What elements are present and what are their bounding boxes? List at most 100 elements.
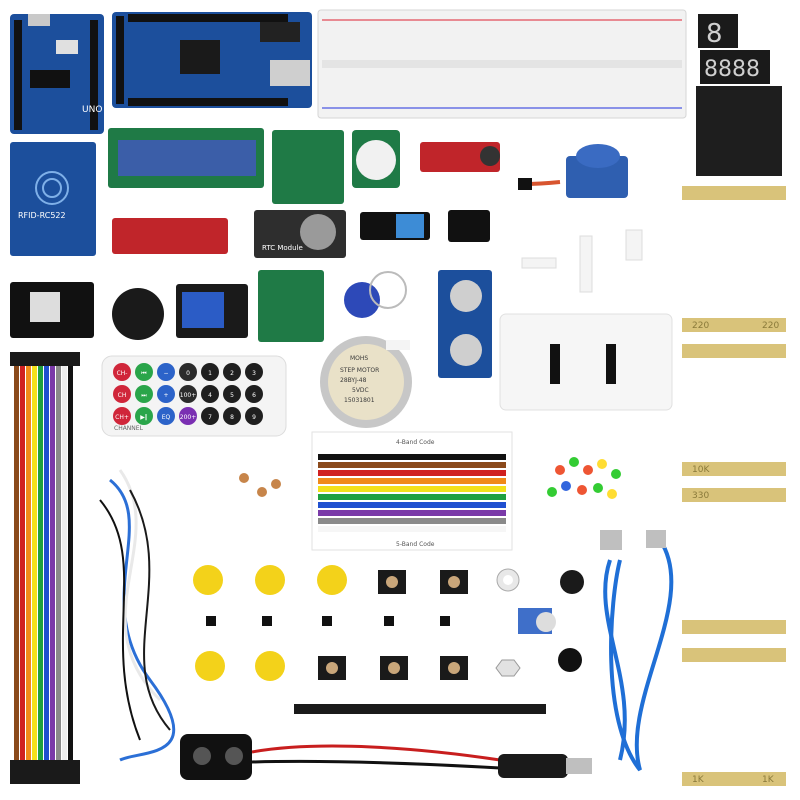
battery-clip-9v — [180, 734, 501, 780]
remote-key — [245, 363, 263, 381]
remote-key — [201, 363, 219, 381]
remote-key — [201, 385, 219, 403]
remote-key-label: 1 — [208, 370, 212, 377]
resistor-strip-4: 1K 1K — [682, 648, 786, 786]
remote-key-label: CH — [118, 392, 127, 399]
remote-key-label: 9 — [252, 414, 256, 421]
ultrasonic-sensor — [438, 270, 492, 378]
resistor-color-code-card: 4-Band Code 5-Band Code — [311, 431, 513, 551]
remote-key — [157, 385, 175, 403]
remote-key-label: 5 — [230, 392, 234, 399]
remote-key-label: 3 — [252, 370, 256, 377]
remote-key-label: CH+ — [115, 414, 129, 421]
remote-key-label: 200+ — [180, 414, 196, 421]
resistor-tape-c: 10K — [692, 465, 710, 475]
remote-channel-label: CHANNEL — [114, 425, 144, 432]
rtc-label: RTC Module — [262, 244, 303, 252]
arduino-uno-board: UNO — [10, 14, 104, 134]
svg-text:8: 8 — [706, 19, 723, 49]
remote-key — [113, 385, 131, 403]
remote-key-label: 4 — [208, 392, 212, 399]
rfid-label: RFID-RC522 — [18, 211, 66, 220]
photoresistors — [239, 473, 281, 497]
remote-key — [223, 407, 241, 425]
remote-key-label: ⏭ — [141, 392, 147, 399]
motor-line-4: 15031801 — [344, 397, 375, 404]
seven-segment-displays: 8 8888 — [698, 14, 770, 84]
rfid-reader-module: RFID-RC522 — [10, 142, 96, 256]
ir-receiver-black — [560, 570, 584, 594]
remote-key-label: EQ — [162, 414, 171, 421]
breadboard — [317, 9, 687, 119]
pin-header-strip — [294, 704, 546, 714]
remote-key-label: CH- — [117, 370, 128, 377]
joystick-cap — [112, 288, 164, 340]
resistor-tape-b: 220 — [762, 321, 779, 331]
remote-key — [113, 407, 131, 425]
rfid-keyfob-tags — [344, 271, 407, 318]
remote-key — [223, 363, 241, 381]
motor-line-3: 5VDC — [352, 387, 369, 394]
remote-key — [223, 385, 241, 403]
remote-key-label: 2 — [230, 370, 234, 377]
joystick-module — [10, 282, 94, 338]
remote-key-label: + — [163, 392, 168, 399]
remote-key — [201, 407, 219, 425]
resistor-tape-f: 1K — [762, 775, 775, 785]
remote-key — [113, 363, 131, 381]
remote-key-label: ▶‖ — [140, 414, 148, 421]
usb-cable — [600, 530, 674, 772]
remote-key-label: 0 — [186, 370, 190, 377]
uno-label: UNO — [82, 105, 102, 115]
dc-barrel-jack — [498, 754, 592, 778]
resistor-tape-d: 330 — [692, 491, 709, 501]
resistor-strip-2: 10K — [682, 344, 786, 476]
servo-horns — [521, 229, 643, 293]
motor-line-2: 28BYJ-48 — [340, 377, 367, 384]
resistor-tape-a: 220 — [692, 321, 709, 331]
resistor-tape-e: 1K — [692, 775, 705, 785]
ir-receiver-module — [448, 210, 490, 242]
hex-nut — [495, 659, 521, 677]
led-cluster — [547, 457, 621, 499]
remote-key — [135, 363, 153, 381]
svg-text:8888: 8888 — [704, 57, 760, 82]
rtc-module: RTC Module — [254, 210, 346, 258]
remote-key — [157, 363, 175, 381]
servo-motor — [518, 144, 628, 198]
remote-key — [157, 407, 175, 425]
remote-key — [135, 385, 153, 403]
remote-key — [135, 407, 153, 425]
motor-line-1: STEP MOTOR — [340, 367, 379, 374]
resistor-strip-3: 330 — [682, 488, 786, 634]
tactile-push-buttons — [318, 570, 468, 680]
dht11-sensor — [360, 212, 430, 240]
button-caps-yellow — [193, 565, 347, 681]
remote-key-label: 6 — [252, 392, 256, 399]
remote-key — [179, 363, 197, 381]
water-level-sensor — [112, 218, 228, 254]
pir-motion-sensor — [352, 130, 400, 188]
header-pins-card — [499, 313, 673, 411]
arduino-mega-board — [112, 12, 312, 108]
washer — [496, 568, 520, 592]
dot-matrix-display — [696, 86, 782, 176]
remote-key — [245, 407, 263, 425]
remote-key-label: 7 — [208, 414, 212, 421]
remote-key-label: 8 — [230, 414, 234, 421]
relay-module — [176, 284, 248, 338]
buzzer — [558, 648, 582, 672]
jumper-caps — [206, 616, 450, 626]
remote-key — [179, 407, 197, 425]
motor-brand: MOHS — [350, 355, 368, 362]
potentiometer — [518, 608, 556, 634]
card-4-band-label: 4-Band Code — [396, 439, 435, 446]
jumper-wire-bundle — [99, 469, 176, 762]
remote-key-label: 100+ — [180, 392, 196, 399]
remote-key — [245, 385, 263, 403]
stepper-driver-board — [258, 270, 324, 342]
resistor-strip-1: 220 220 — [682, 186, 786, 332]
lcd-1602-module — [108, 128, 264, 188]
